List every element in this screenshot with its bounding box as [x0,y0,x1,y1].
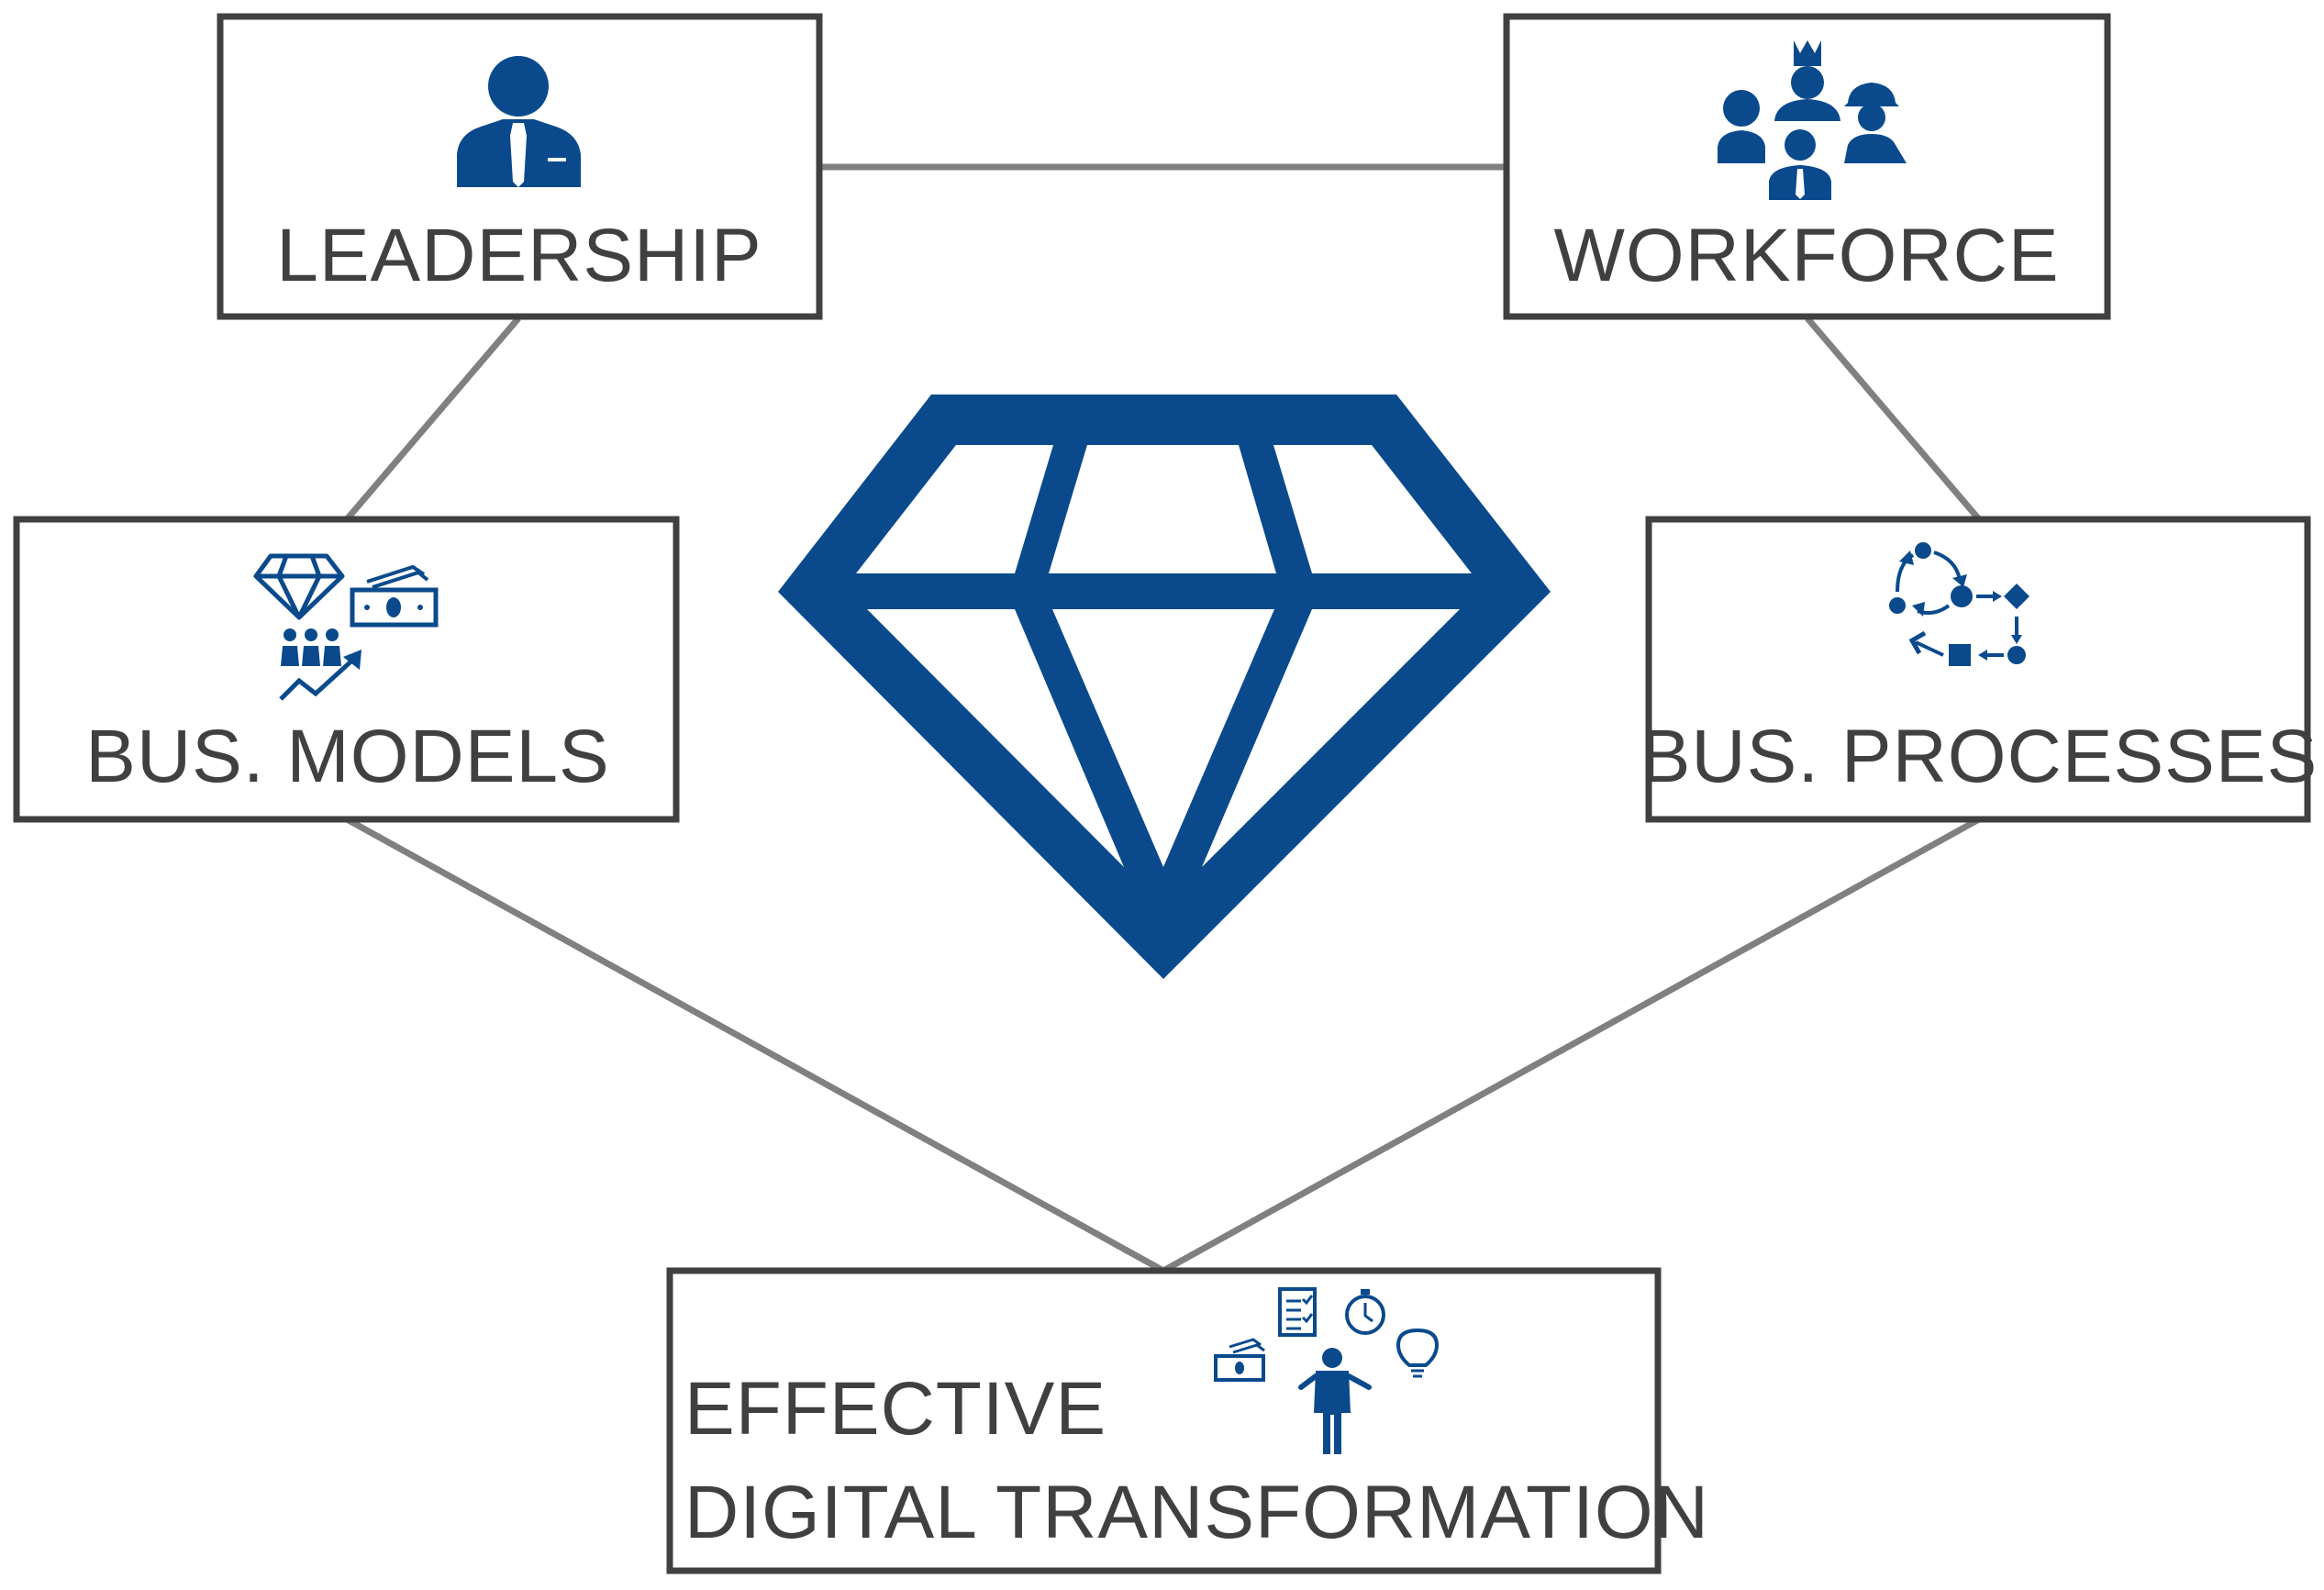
node-outcome-box [666,1267,1662,1574]
process-flow-icon [1889,542,2029,666]
node-outcome-label-line1: EFFECTIVE [684,1367,1106,1451]
diamond-icon [778,395,1551,979]
node-bus-models: BUS. MODELS [13,516,680,823]
business-model-icon [253,553,439,701]
connector-bus-models-outcome [345,816,1165,1274]
node-leadership-label: LEADERSHIP [276,214,762,297]
node-outcome-label-line2: DIGITAL TRANSFORMATION [684,1471,1709,1554]
node-bus-processes-label: BUS. PROCESSES [1640,715,2318,798]
node-bus-processes: BUS. PROCESSES [1640,516,2318,823]
node-workforce-label: WORKFORCE [1553,214,2059,297]
node-bus-processes-box [1645,516,2311,823]
connectors [344,163,1982,1274]
node-bus-models-box [13,516,680,823]
person-with-resources-icon [1214,1287,1440,1454]
connector-bus-processes-outcome [1162,816,1981,1274]
connector-workforce-bus-processes [1805,316,1982,522]
node-outcome: EFFECTIVE DIGITAL TRANSFORMATION [666,1267,1709,1574]
connector-leadership-bus-models [344,316,521,522]
node-bus-models-label: BUS. MODELS [85,715,609,798]
businessman-icon [457,56,581,187]
node-workforce: WORKFORCE [1503,13,2111,320]
team-icon [1718,40,1907,200]
node-leadership: LEADERSHIP [217,13,823,320]
